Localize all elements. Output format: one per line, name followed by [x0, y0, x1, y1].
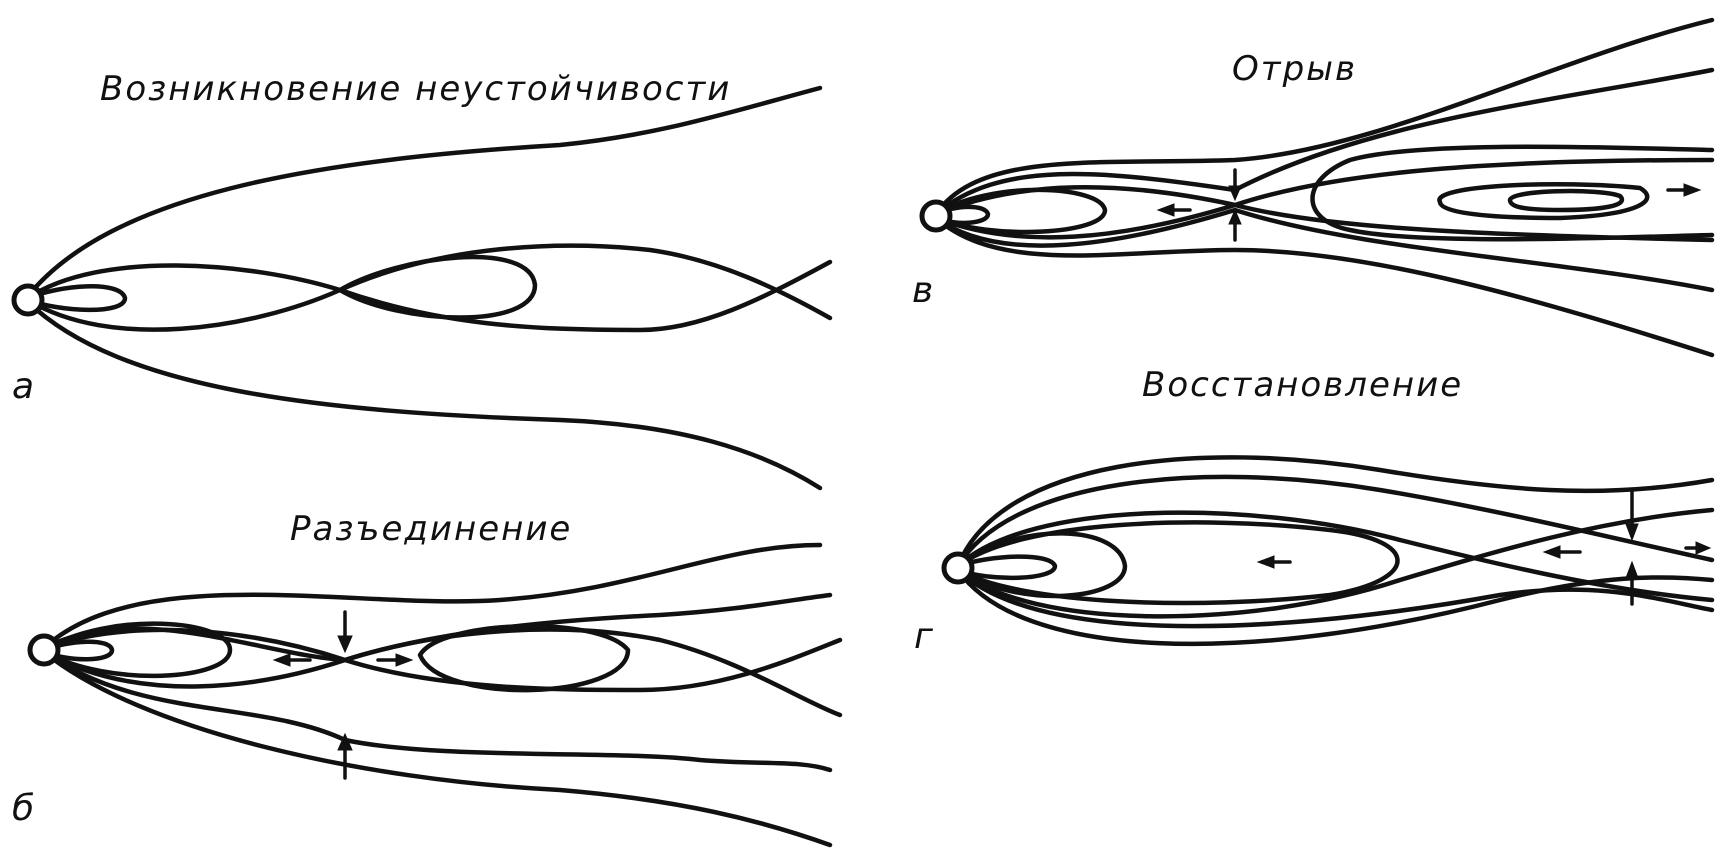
- planet: [922, 202, 950, 230]
- plasmoid-inner-loop: [1439, 184, 1647, 218]
- arrow-left: [1158, 204, 1190, 216]
- arrow-up-bottom: [1626, 562, 1638, 604]
- outer-field-line-top: [958, 457, 1712, 566]
- x-line-lower: [936, 160, 1712, 237]
- outer-field-line-bottom: [958, 570, 1712, 644]
- plasmoid-loop: [340, 257, 535, 317]
- field-line-upper: [28, 262, 830, 330]
- plasmoid-loop: [420, 626, 628, 690]
- closed-field-loop: [958, 522, 1398, 603]
- bottom-boundary: [44, 652, 830, 770]
- panel-b-title: Разъединение: [290, 509, 572, 549]
- planet: [30, 636, 58, 664]
- panel-v-title: Отрыв: [1232, 49, 1357, 89]
- plasmoid-innermost-loop: [1510, 191, 1622, 210]
- outer-field-line-top: [44, 545, 820, 648]
- panel-b: Разъединение б: [12, 509, 840, 845]
- arrow-left-loop: [1258, 556, 1290, 568]
- arrow-right: [378, 654, 412, 666]
- panel-a-label: а: [12, 366, 34, 407]
- panel-b-label: б: [12, 788, 34, 829]
- arrow-down-top: [1229, 170, 1241, 200]
- panel-g-title: Восстановление: [1142, 365, 1463, 405]
- planet: [944, 554, 972, 582]
- panel-g: Восстановление г: [914, 365, 1712, 657]
- panel-v: Отрыв в: [912, 20, 1712, 355]
- arrow-left-xpoint: [1544, 546, 1580, 558]
- panel-a: Возникновение неустойчивости а: [12, 69, 830, 488]
- arrow-up-bottom: [1229, 210, 1241, 240]
- arrow-down-top: [338, 612, 352, 652]
- arrow-right-plasmoid: [1668, 184, 1700, 196]
- arrow-down-top: [1626, 490, 1638, 540]
- panel-a-title: Возникновение неустойчивости: [100, 69, 731, 109]
- panel-g-label: г: [914, 616, 934, 657]
- arrow-right-edge: [1686, 542, 1710, 554]
- top-boundary: [44, 595, 830, 660]
- panel-v-label: в: [912, 270, 933, 311]
- planet: [14, 286, 42, 314]
